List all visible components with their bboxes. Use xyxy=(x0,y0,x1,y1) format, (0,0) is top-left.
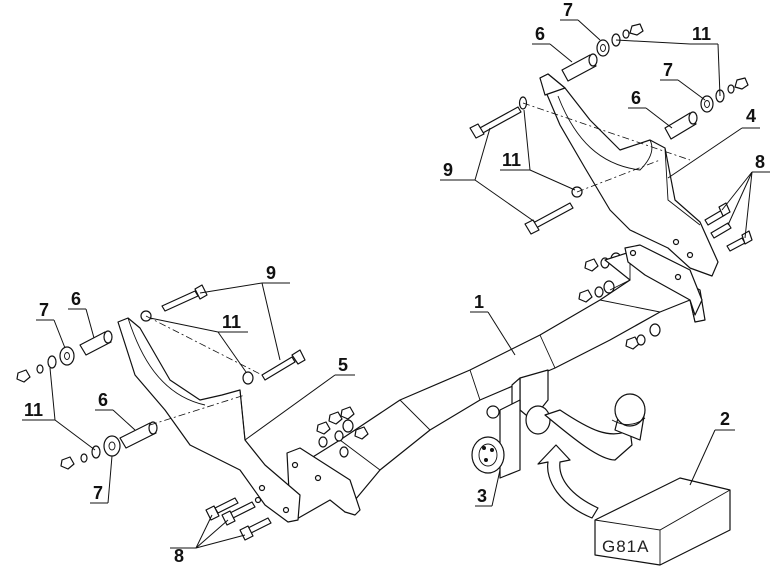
callout-6-right-mid: 6 xyxy=(631,88,641,108)
callout-7-right-mid: 7 xyxy=(663,60,673,80)
callout-3: 3 xyxy=(477,486,487,506)
callout-7-left-upper: 7 xyxy=(39,300,49,320)
callout-9-right: 9 xyxy=(443,160,453,180)
left-fasteners xyxy=(16,284,306,541)
callout-numbers: 1 2 3 4 5 6 6 6 6 7 7 7 7 8 8 9 9 11 11 … xyxy=(24,0,765,566)
tow-ball-assembly xyxy=(511,369,646,461)
package-code-label: G81A xyxy=(602,537,649,556)
right-mounting-bracket xyxy=(539,73,719,277)
callout-2: 2 xyxy=(720,409,730,429)
callout-11-left-upper: 11 xyxy=(222,312,241,332)
callout-8-left: 8 xyxy=(174,546,184,566)
callout-6-left-lower: 6 xyxy=(98,390,108,410)
callout-4: 4 xyxy=(746,106,756,126)
callout-6-left-upper: 6 xyxy=(71,289,81,309)
callout-8-right: 8 xyxy=(755,152,765,172)
callout-7-right-top: 7 xyxy=(563,0,573,20)
right-fasteners xyxy=(469,23,753,303)
callout-leaders xyxy=(22,19,770,549)
callout-11-left-lower: 11 xyxy=(24,400,43,420)
electrical-socket xyxy=(471,399,521,479)
callout-6-right-top: 6 xyxy=(535,24,545,44)
package-box: G81A xyxy=(594,477,731,566)
callout-9-left: 9 xyxy=(266,263,276,283)
callout-1: 1 xyxy=(474,292,484,312)
callout-11-right-top: 11 xyxy=(692,24,711,44)
main-crossbar xyxy=(286,244,706,521)
callout-5: 5 xyxy=(338,355,348,375)
callout-11-right-mid: 11 xyxy=(502,150,521,170)
callout-7-left-lower: 7 xyxy=(93,483,103,503)
left-mounting-bracket xyxy=(117,317,301,523)
install-direction-arrow xyxy=(537,444,599,519)
crossbar-nuts xyxy=(316,323,661,458)
